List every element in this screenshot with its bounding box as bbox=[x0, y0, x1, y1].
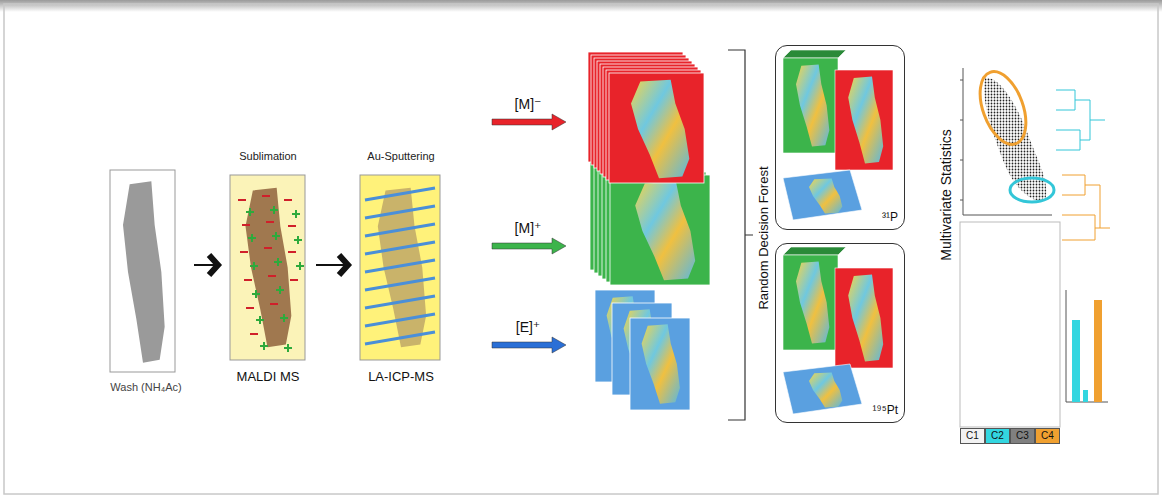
forest-panel-phosphorus bbox=[809, 179, 842, 214]
ion-arrows bbox=[492, 114, 566, 353]
cluster-map bbox=[960, 222, 1060, 427]
node-text: ³¹P bbox=[882, 211, 898, 225]
forest-panel-platinum bbox=[783, 255, 838, 350]
bar-chart bbox=[1094, 300, 1102, 402]
bracket bbox=[728, 50, 753, 420]
arrow-head bbox=[339, 255, 348, 275]
legend-text: C4 bbox=[1036, 429, 1059, 443]
forest-panel-phosphorus bbox=[796, 64, 829, 146]
cluster-map bbox=[1015, 255, 1040, 300]
la-icp-slide bbox=[360, 175, 440, 360]
page-frame bbox=[4, 4, 1158, 494]
forest-panel-phosphorus bbox=[783, 170, 862, 220]
legend-swatch: C2 bbox=[985, 428, 1010, 444]
forest-box: ³¹P bbox=[775, 45, 905, 230]
legend-text: C3 bbox=[1011, 429, 1034, 443]
forest-panel-phosphorus bbox=[848, 77, 883, 164]
forest-panel-platinum bbox=[796, 261, 829, 343]
la-icp-slide bbox=[360, 175, 440, 360]
forest-panel-phosphorus bbox=[783, 58, 838, 153]
maldi-step: SublimationMALDI MS bbox=[222, 150, 314, 385]
forest-panel-platinum bbox=[783, 247, 846, 255]
green-image-stack bbox=[610, 175, 710, 285]
bar-chart bbox=[1072, 320, 1080, 402]
ion-arrows bbox=[492, 337, 566, 353]
wash-step: Wash (NH₄Ac) bbox=[100, 168, 192, 394]
bar-chart bbox=[1083, 390, 1088, 402]
blue-image-stack bbox=[630, 318, 690, 410]
node-text: Wash (NH₄Ac) bbox=[110, 381, 181, 394]
wash-slide bbox=[110, 170, 175, 372]
forest-panel-platinum bbox=[848, 275, 883, 362]
legend-swatch: C1 bbox=[960, 428, 985, 444]
dendrogram bbox=[1056, 90, 1105, 150]
scatter-plot bbox=[971, 65, 1035, 150]
legend-text: C1 bbox=[961, 429, 984, 443]
legend-swatch: C4 bbox=[1035, 428, 1060, 444]
node-text: ¹⁹⁵Pt bbox=[873, 404, 898, 418]
blue-image-stack bbox=[595, 290, 690, 410]
scatter-plot bbox=[1010, 178, 1054, 202]
forest-panel-phosphorus bbox=[835, 70, 893, 170]
bar-chart bbox=[1066, 290, 1108, 402]
cluster-map bbox=[960, 222, 1060, 427]
node-text: Au-Sputtering bbox=[367, 150, 434, 163]
ion-mode-label: [M]⁺ bbox=[515, 220, 542, 236]
ion-mode-label: [E]⁺ bbox=[516, 319, 541, 335]
wash-slide bbox=[110, 170, 175, 372]
red-image-stack bbox=[609, 73, 704, 183]
forest-panel-phosphorus bbox=[783, 50, 893, 220]
step-label: Random Decision Forest bbox=[757, 166, 772, 309]
cluster-map bbox=[970, 228, 1030, 320]
bracket bbox=[728, 50, 753, 420]
arrow-head bbox=[209, 255, 218, 275]
step-label: Multivariate Statistics bbox=[938, 129, 954, 260]
node-text: MALDI MS bbox=[237, 370, 300, 385]
maldi-slide bbox=[238, 196, 298, 334]
maldi-slide bbox=[230, 175, 305, 360]
ion-arrows bbox=[492, 114, 566, 130]
wash-slide bbox=[123, 181, 165, 363]
node-text: LA-ICP-MS bbox=[368, 370, 434, 385]
flow-arrow bbox=[316, 255, 349, 275]
legend-text: C2 bbox=[986, 429, 1009, 443]
maldi-slide bbox=[246, 206, 304, 352]
red-image-stack bbox=[631, 80, 689, 179]
red-image-stack bbox=[588, 52, 704, 183]
legend-swatch: C3 bbox=[1010, 428, 1035, 444]
cluster-map bbox=[1010, 320, 1055, 420]
blue-image-stack bbox=[642, 324, 680, 403]
scatter-plot bbox=[960, 65, 1054, 215]
la-icp-step: Au-SputteringLA-ICP-MS bbox=[352, 150, 450, 385]
ion-mode-label: [M]⁻ bbox=[515, 96, 542, 112]
forest-panel-phosphorus bbox=[783, 50, 846, 58]
bar-chart bbox=[1066, 290, 1108, 402]
dendrogram bbox=[1062, 175, 1110, 240]
node-text: Sublimation bbox=[239, 150, 296, 163]
maldi-slide bbox=[230, 175, 305, 360]
cluster-map bbox=[975, 350, 1000, 410]
page-frame bbox=[0, 0, 1162, 12]
flow-arrow bbox=[194, 255, 219, 275]
cluster-map bbox=[960, 222, 1060, 427]
forest-panel-platinum bbox=[809, 373, 842, 408]
la-icp-slide bbox=[365, 188, 435, 344]
forest-box: ¹⁹⁵Pt bbox=[775, 243, 905, 423]
forest-panel-platinum bbox=[783, 364, 862, 414]
cluster-map bbox=[960, 222, 1060, 427]
forest-panel-platinum bbox=[783, 247, 893, 414]
dendrogram bbox=[1056, 90, 1110, 240]
forest-panel-platinum bbox=[835, 268, 893, 368]
green-image-stack bbox=[635, 182, 695, 281]
ion-arrows bbox=[492, 238, 566, 254]
